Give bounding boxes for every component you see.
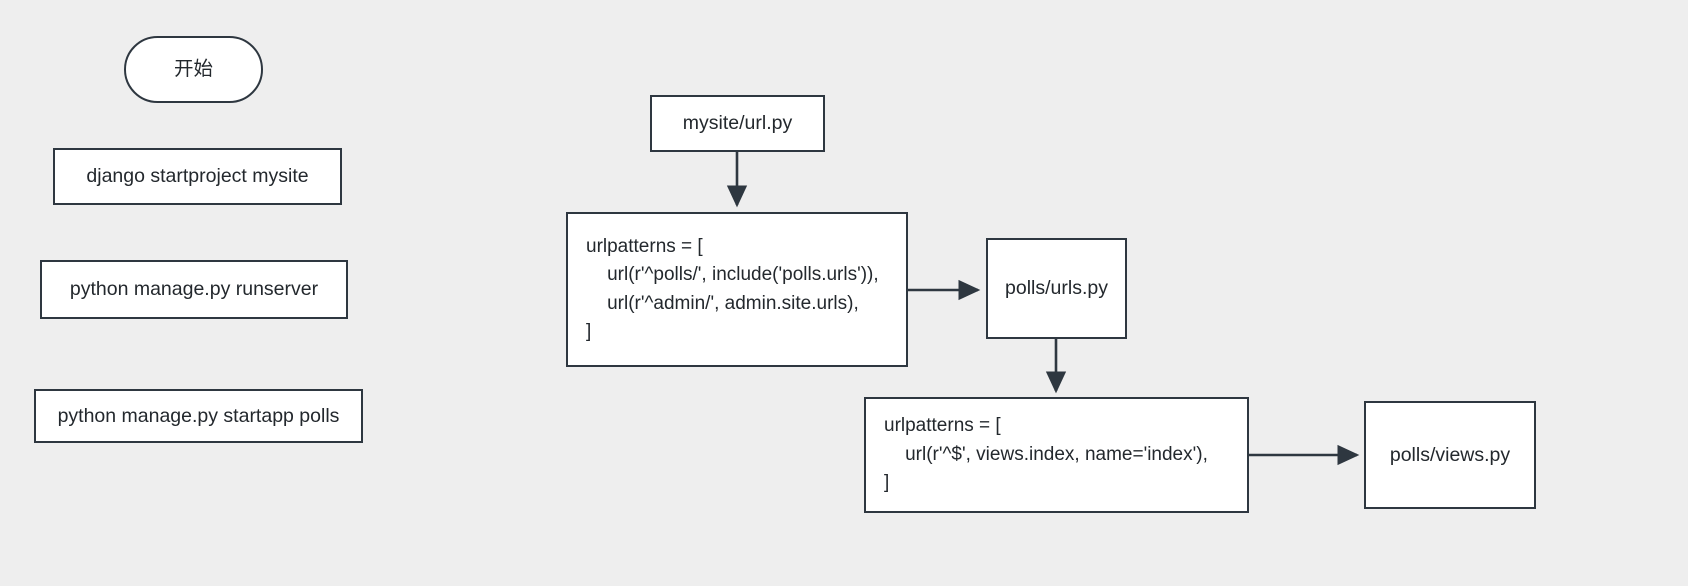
node-polls-urlpatterns[interactable]: urlpatterns = [ url(r'^$', views.index, … [864,397,1249,513]
node-polls-views-py[interactable]: polls/views.py [1364,401,1536,509]
node-command-startapp[interactable]: python manage.py startapp polls [34,389,363,443]
node-start[interactable]: 开始 [124,36,263,103]
node-command-startproject[interactable]: django startproject mysite [53,148,342,205]
node-polls-urls-py[interactable]: polls/urls.py [986,238,1127,339]
node-mysite-urlpatterns[interactable]: urlpatterns = [ url(r'^polls/', include(… [566,212,908,367]
node-mysite-url-py[interactable]: mysite/url.py [650,95,825,152]
node-command-runserver[interactable]: python manage.py runserver [40,260,348,319]
